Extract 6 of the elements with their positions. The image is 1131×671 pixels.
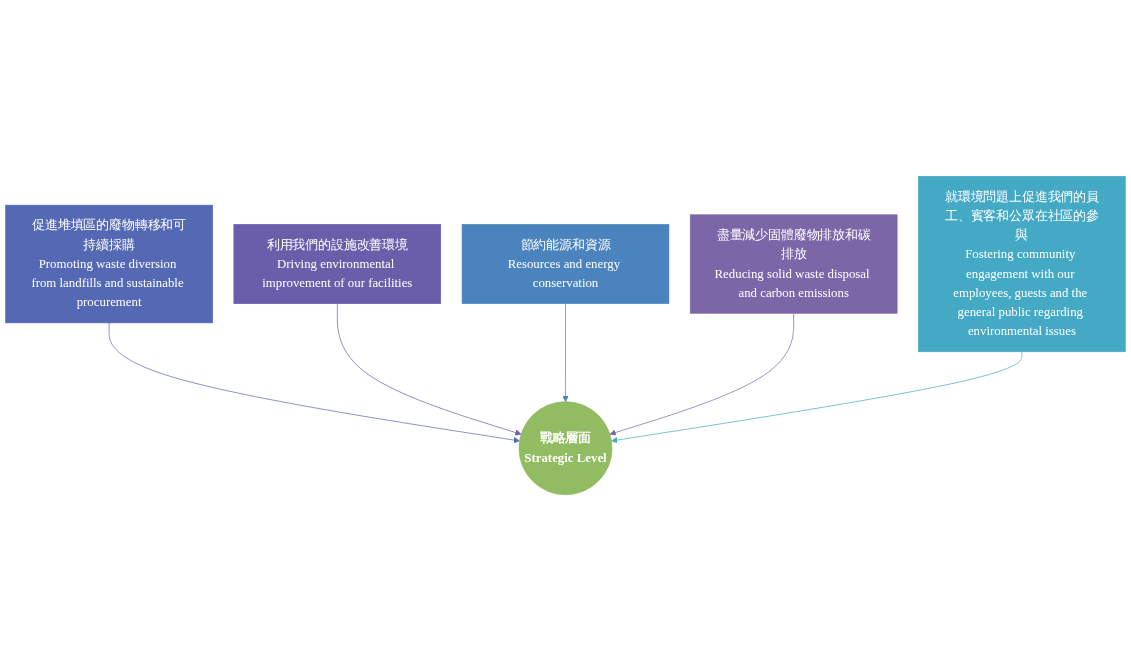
node-box: 就環境問題上促進我們的員工、賓客和公眾在社區的參與 Fostering community engagement with our employees, guests and the general public regarding environmental issues (918, 175, 1126, 353)
node-box: 盡量減少固體廢物排放和碳排放 Reducing solid waste disposal and carbon emissions (689, 214, 898, 314)
node-box: 促進堆填區的廢物轉移和可持續採購 Promoting waste diversion from landfills and sustainable procurement (5, 204, 213, 324)
node-box: 利用我們的設施改善環境 Driving environmental improvement of our facilities (233, 224, 442, 304)
node-circle: 戰略層面 Strategic Level (518, 401, 613, 496)
node-box: 節約能源和資源 Resources and energy conservation (461, 224, 670, 304)
